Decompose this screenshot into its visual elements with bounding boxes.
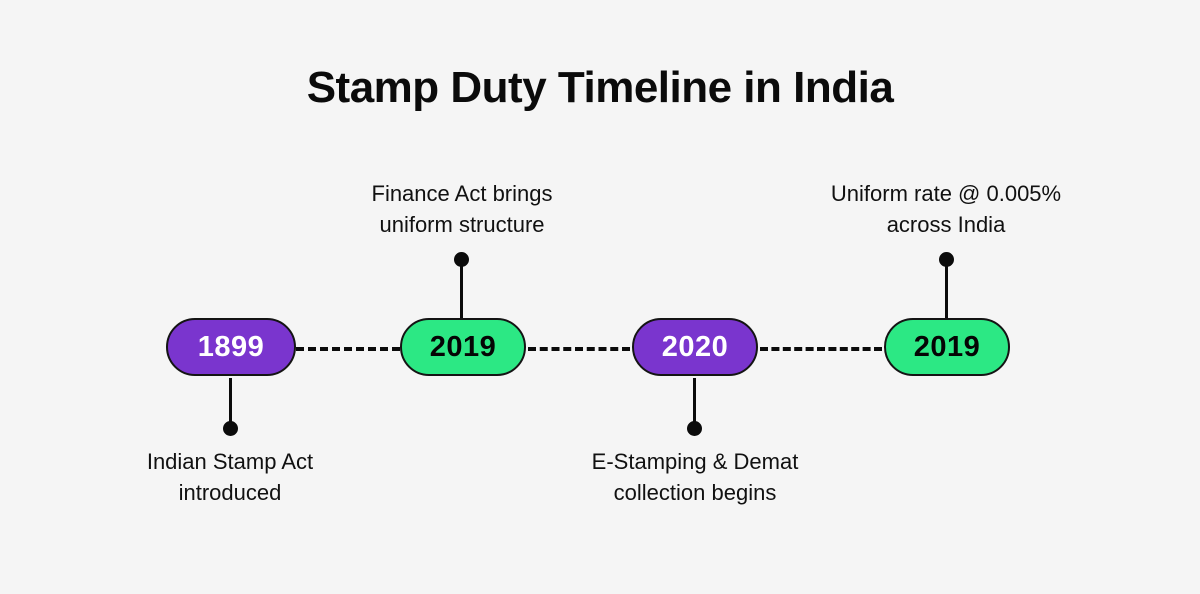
caption-line: Finance Act brings [371, 181, 553, 206]
pin-dot-icon-1899 [223, 421, 238, 436]
pin-dot-icon-2019-uniform-rate [939, 252, 954, 267]
timeline-connector-2 [528, 347, 630, 351]
milestone-pill-2019-finance-act[interactable]: 2019 [400, 318, 526, 376]
caption-line: introduced [178, 480, 282, 506]
timeline-track: 1899 2019 2020 2019 [0, 318, 1200, 380]
timeline-connector-1 [296, 347, 400, 351]
milestone-pill-2019-uniform-rate[interactable]: 2019 [884, 318, 1010, 376]
milestone-caption-below-1899: Indian Stamp Act introduced [99, 446, 361, 508]
caption-line: across India [886, 212, 1006, 238]
caption-line: Uniform rate @ 0.005% [830, 181, 1062, 206]
milestone-caption-above-2019-finance-act: Finance Act brings uniform structure [332, 178, 592, 240]
pin-stem-1899 [229, 378, 232, 426]
milestone-caption-above-2019-uniform-rate: Uniform rate @ 0.005% across India [796, 178, 1096, 240]
caption-line: uniform structure [379, 212, 545, 238]
milestone-pill-2020[interactable]: 2020 [632, 318, 758, 376]
milestone-pill-1899[interactable]: 1899 [166, 318, 296, 376]
caption-line: Indian Stamp Act [146, 449, 314, 474]
pin-stem-2019-finance-act [460, 264, 463, 320]
milestone-caption-below-2020: E-Stamping & Demat collection begins [559, 446, 831, 508]
pin-stem-2020 [693, 378, 696, 426]
caption-line: collection begins [613, 480, 777, 506]
page-title: Stamp Duty Timeline in India [306, 63, 894, 112]
caption-line: E-Stamping & Demat [591, 449, 799, 474]
pin-dot-icon-2019-finance-act [454, 252, 469, 267]
timeline-connector-3 [760, 347, 882, 351]
pin-dot-icon-2020 [687, 421, 702, 436]
pin-stem-2019-uniform-rate [945, 264, 948, 320]
